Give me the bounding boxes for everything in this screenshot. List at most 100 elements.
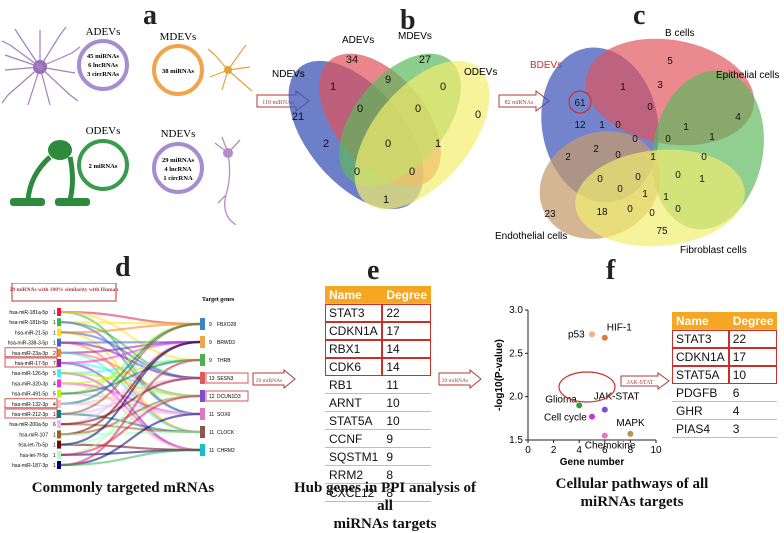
sankey-flow xyxy=(60,322,201,334)
ndevs-line2: 4 lncRNA xyxy=(164,166,192,173)
venn-c-region: 0 xyxy=(615,150,621,161)
x-tick-label: 0 xyxy=(525,445,531,456)
mirna-count: 1 xyxy=(53,310,56,316)
mirna-node xyxy=(57,461,61,469)
hub-gene-name: RRM2 xyxy=(325,465,383,484)
venn-c-region: 5 xyxy=(667,56,673,67)
venn-c-region: 0 xyxy=(632,134,638,145)
panel-label-f: f xyxy=(606,255,616,286)
similarity-banner-box xyxy=(11,283,117,302)
venn-b-odevs xyxy=(354,60,490,210)
venn-b-region: 0 xyxy=(409,166,415,178)
gene-label: THRB xyxy=(217,358,231,364)
x-tick-label: 6 xyxy=(602,445,608,456)
scatter-point xyxy=(601,432,608,439)
sankey-diagram: 29 miRNAs with 100% similarity with Huma… xyxy=(4,283,249,469)
pathway-gene-name: STAT3 xyxy=(672,329,729,348)
mirna-node xyxy=(57,328,61,337)
scatter-point-label: MAPK xyxy=(616,418,645,429)
scatter-point xyxy=(601,334,608,341)
gene-label: CHRM2 xyxy=(217,448,235,454)
sankey-flow xyxy=(60,382,201,452)
venn-c-region: 0 xyxy=(675,204,681,215)
mirna-node xyxy=(57,389,61,398)
venn-b-set-3: ODEVs xyxy=(464,67,497,78)
mirna-node xyxy=(57,318,61,327)
venn-c-region: 3 xyxy=(657,80,663,91)
scatter-point-label: Glioma xyxy=(545,394,577,405)
venn-c-region: 0 xyxy=(675,170,681,181)
venn-b-region: 1 xyxy=(330,81,336,93)
mirna-count: 6 xyxy=(53,422,56,428)
mirna-label: hsa-let-7f-5p xyxy=(20,453,48,459)
sankey-flow xyxy=(60,358,201,467)
sankey-flow xyxy=(60,448,201,467)
x-tick-label: 10 xyxy=(650,445,662,456)
venn-c-set-3: Endothelial cells xyxy=(495,231,567,242)
pathway-gene-degree: 10 xyxy=(728,365,778,384)
venn-b-region: 1 xyxy=(383,194,389,206)
gene-node xyxy=(200,390,205,402)
mirna-label: hsa-miR-132-3p xyxy=(12,402,48,408)
venn-c-region: 1 xyxy=(650,152,656,163)
mirna-label: hsa-miR-491-5p xyxy=(12,392,48,398)
mirna-label: hsa-miR-338-3-5p xyxy=(8,341,49,347)
pathway-gene-name: GHR xyxy=(672,401,729,420)
panel-f-caption: Cellular pathways of all miRNAs targets xyxy=(532,475,732,511)
mirna-node xyxy=(57,450,61,459)
similarity-banner-line: 29 miRNAs with 100% similarity with Huma… xyxy=(10,287,119,293)
sankey-flow xyxy=(60,394,201,456)
hub-gene-degree: 10 xyxy=(382,411,432,430)
gene-node xyxy=(200,444,205,456)
venn-b-region: 34 xyxy=(346,54,358,66)
gene-count: 13 xyxy=(209,376,215,382)
ndevs-label: NDEVs xyxy=(161,128,196,140)
venn-b-region: 0 xyxy=(475,109,481,121)
mdevs-line1: 38 miRNAs xyxy=(162,68,194,75)
ndevs-line3: 1 circRNA xyxy=(163,175,193,182)
mirna-label: hsa-let-7b-5p xyxy=(19,443,49,449)
mirna-node xyxy=(57,308,61,316)
hub-gene-degree: 17 xyxy=(382,321,432,340)
venn-b-region: 1 xyxy=(435,138,441,150)
mirna-count: 4 xyxy=(53,402,56,408)
gene-label: SESN3 xyxy=(217,376,234,382)
mirna-count: 7 xyxy=(53,361,56,367)
venn-b-set-0: NDEVs xyxy=(272,69,305,80)
panel-e-caption-line2: miRNAs targets xyxy=(333,516,437,532)
gene-highlight-box xyxy=(205,372,249,384)
gene-node xyxy=(200,372,205,384)
hub-gene-degree: 11 xyxy=(382,375,432,394)
venn-c-region: 2 xyxy=(593,144,599,155)
bdevs-highlight-circle xyxy=(568,90,592,114)
similarity-banner: 29 miRNAs with 100% similarity with Huma… xyxy=(10,287,119,293)
venn-c-region: 1 xyxy=(642,189,648,200)
gene-count: 11 xyxy=(209,412,214,418)
panel-f-caption-line2: miRNAs targets xyxy=(580,494,684,510)
venn-b-region: 21 xyxy=(292,111,304,123)
odevs-circle xyxy=(77,139,129,191)
scatter-point xyxy=(589,413,595,420)
hub-gene-degree: 14 xyxy=(382,357,432,376)
arrow-110-mirnas-label: 110 miRNAs xyxy=(262,100,294,106)
mirna-node xyxy=(57,430,61,439)
mirna-label: hsa-miR-126-5p xyxy=(12,371,48,377)
pathway-gene-degree: 4 xyxy=(728,401,778,420)
gene-node xyxy=(200,408,205,420)
venn-c-region: 0 xyxy=(649,208,655,219)
mirna-label: hsa-miR-320-3p xyxy=(12,381,48,387)
venn-five-sets: BDEVs B cells Epithelial cells Endotheli… xyxy=(495,28,779,255)
venn-b-region: 0 xyxy=(385,138,391,150)
gene-node xyxy=(200,336,205,348)
gene-node xyxy=(200,354,205,366)
neuron-icon xyxy=(214,136,241,225)
